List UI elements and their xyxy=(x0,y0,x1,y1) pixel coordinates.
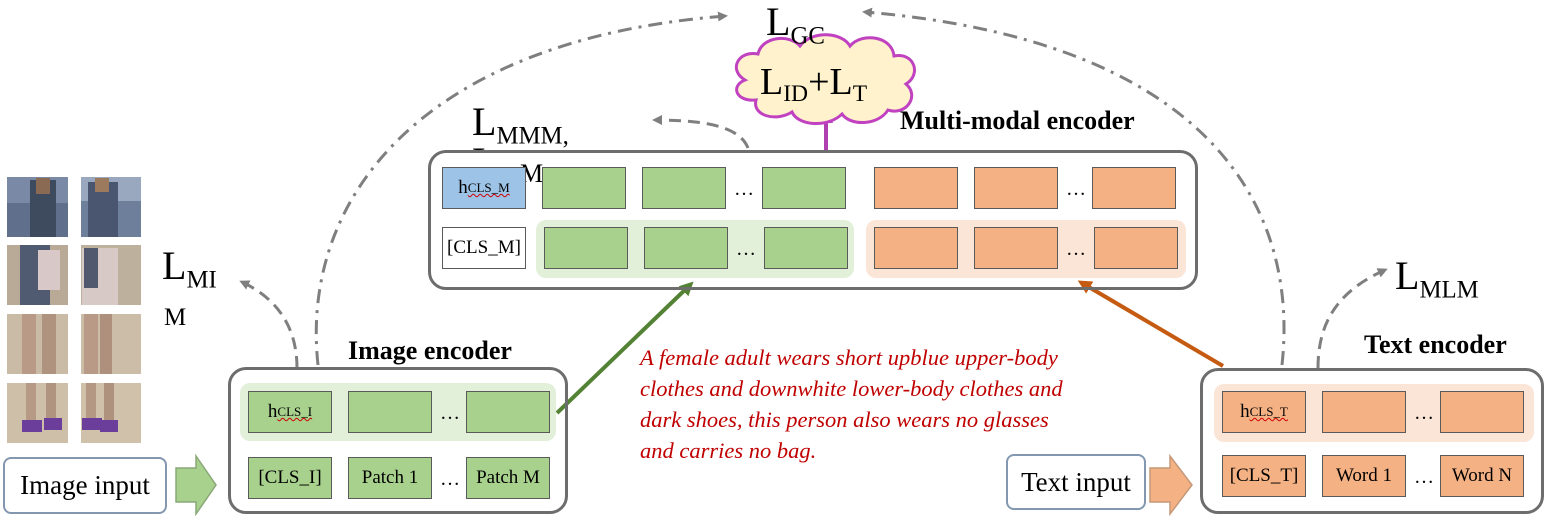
loss-id-t-label: LID+LT xyxy=(760,60,867,116)
loss-mim-sub: MI xyxy=(186,266,217,294)
mm-image-input-2 xyxy=(644,227,728,269)
loss-mlm-label: LMLM xyxy=(1395,254,1479,313)
loss-mlm-sub: MLM xyxy=(1419,276,1479,304)
text-input-box: Text input xyxy=(1006,454,1146,510)
loss-mim-main: L xyxy=(162,243,187,288)
mim-arrow xyxy=(239,280,299,369)
loss-mlm-main: L xyxy=(1395,253,1420,298)
image-hidden-2 xyxy=(466,391,550,433)
loss-gc-main: L xyxy=(766,0,791,44)
text-hidden-2 xyxy=(1440,391,1524,433)
text-word-n-token: Word N xyxy=(1440,455,1524,497)
loss-t-sub: T xyxy=(852,81,868,108)
image-patch-1-token: Patch 1 xyxy=(348,457,432,499)
multimodal-encoder-box xyxy=(428,150,1198,290)
mm-top-image-dots: … xyxy=(734,178,754,200)
mm-image-hidden-2 xyxy=(642,167,726,209)
text-top-dots: … xyxy=(1414,402,1434,424)
loss-mmm-sub: MMM, xyxy=(496,122,569,150)
multimodal-cls-token: [CLS_M] xyxy=(442,227,526,269)
image-input-box: Image input xyxy=(3,457,167,514)
multimodal-encoder-title: Multi-modal encoder xyxy=(900,106,1135,135)
text-hidden-1 xyxy=(1322,391,1406,433)
loss-mmm-cont-label: L xyxy=(472,139,497,184)
mm-top-text-dots: … xyxy=(1066,178,1086,200)
mm-image-input-3 xyxy=(764,227,848,269)
mmm-arrow xyxy=(652,115,750,149)
text-to-multimodal-arrow xyxy=(1077,280,1225,368)
loss-mim-sub2-text: M xyxy=(164,304,187,331)
image-bottom-dots: … xyxy=(440,468,460,490)
text-input-arrow-icon xyxy=(1149,453,1193,517)
text-cls-token: [CLS_T] xyxy=(1222,455,1306,497)
mlm-arrow xyxy=(1316,268,1388,369)
loss-mim-sub2: M xyxy=(164,304,186,332)
image-patch-grid xyxy=(7,177,141,443)
image-top-dots: … xyxy=(440,402,460,424)
img-h-sub: CLS_I xyxy=(277,404,313,419)
gc-arrow-right xyxy=(862,7,1286,366)
caption-line-1: A female adult wears short upblue upper-… xyxy=(640,345,1058,370)
loss-id-main: L xyxy=(760,61,784,103)
loss-mim-label: LMI xyxy=(162,244,217,303)
loss-mmm-cont-main: L xyxy=(472,139,497,184)
caption-line-3: dark shoes, this person also wears no gl… xyxy=(640,407,1049,432)
loss-mmm-label: LMMM, xyxy=(472,100,569,159)
text-caption: A female adult wears short upblue upper-… xyxy=(640,342,1063,466)
txt-h-sub: CLS_T xyxy=(1249,404,1288,419)
loss-plus: + xyxy=(808,61,830,103)
image-encoder-title: Image encoder xyxy=(348,336,512,365)
img-h-main: h xyxy=(267,401,278,422)
loss-t-main: L xyxy=(829,61,853,103)
caption-line-4: and carries no bag. xyxy=(640,438,817,463)
mm-image-hidden-1 xyxy=(542,167,626,209)
mm-text-hidden-1 xyxy=(874,167,958,209)
loss-gc-label: LGC xyxy=(766,0,825,59)
image-hidden-1 xyxy=(348,391,432,433)
text-encoder-title: Text encoder xyxy=(1364,330,1507,359)
mm-image-input-1 xyxy=(544,227,628,269)
caption-line-2: clothes and downwhite lower-body clothes… xyxy=(640,376,1063,401)
mm-h-main: h xyxy=(458,177,468,198)
mm-bottom-text-dots: … xyxy=(1066,238,1086,260)
gc-arrow-left xyxy=(314,11,728,366)
image-encoder-box xyxy=(228,367,568,514)
mm-h-sub: CLS_M xyxy=(467,180,510,195)
mm-bottom-image-dots: … xyxy=(736,238,756,260)
mm-image-hidden-3 xyxy=(762,167,846,209)
text-word-1-token: Word 1 xyxy=(1322,455,1406,497)
image-patch-m-token: Patch M xyxy=(466,457,550,499)
mm-text-input-2 xyxy=(974,227,1058,269)
image-to-multimodal-arrow xyxy=(555,281,694,415)
loss-gc-sub: GC xyxy=(790,22,825,50)
loss-mmm-main: L xyxy=(472,99,497,144)
mm-text-hidden-2 xyxy=(974,167,1058,209)
mm-text-input-1 xyxy=(874,227,958,269)
text-encoder-box xyxy=(1200,368,1544,514)
mm-text-input-3 xyxy=(1094,227,1178,269)
loss-id-sub: ID xyxy=(783,81,809,108)
image-cls-token: [CLS_I] xyxy=(248,457,332,499)
loss-cloud xyxy=(734,33,916,126)
text-bottom-dots: … xyxy=(1414,466,1434,488)
mm-text-hidden-3 xyxy=(1092,167,1176,209)
txt-h-main: h xyxy=(1240,401,1250,422)
image-input-arrow-icon xyxy=(175,453,217,517)
